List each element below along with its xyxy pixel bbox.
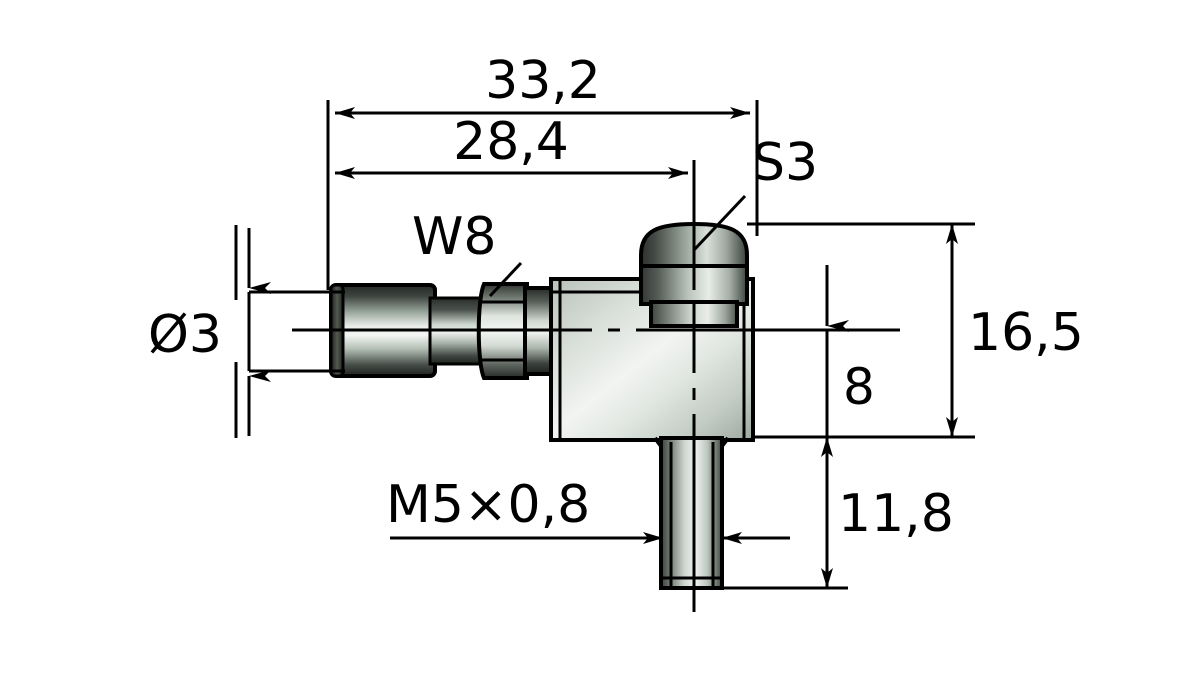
label-8: 8 [843,358,875,416]
label-dia-3: Ø3 [148,305,222,365]
threaded-stud [653,436,730,590]
label-s3: S3 [752,133,818,193]
label-16-5: 16,5 [968,303,1084,363]
leader-s3 [692,194,747,252]
label-w8: W8 [412,207,497,267]
dimension-lines [247,107,958,588]
callout-labels: S3 W8 M5×0,8 [386,133,818,535]
stud-fillet [653,436,730,448]
leader-w8 [488,261,523,298]
label-m5: M5×0,8 [386,475,590,535]
label-33-2: 33,2 [485,51,601,111]
label-28-4: 28,4 [453,112,569,172]
centrelines [292,207,900,612]
label-11-8: 11,8 [838,484,954,544]
dimension-labels: 33,2 28,4 Ø3 16,5 8 11,8 [148,51,1084,544]
